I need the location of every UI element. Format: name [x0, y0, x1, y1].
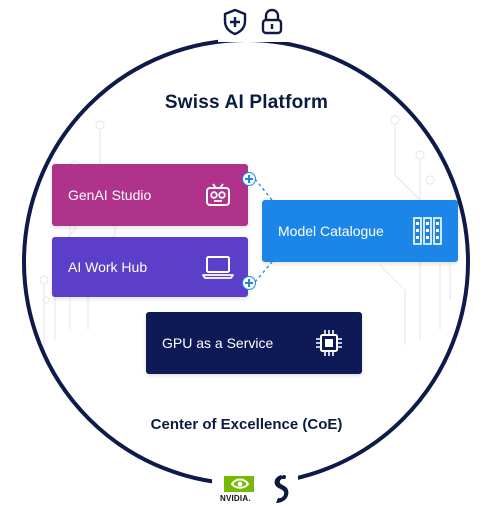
- laptop-icon: [202, 256, 234, 279]
- genai-studio-label: GenAI Studio: [68, 187, 152, 203]
- model-catalogue-label: Model Catalogue: [278, 223, 384, 239]
- connect-plus-icon[interactable]: [242, 172, 256, 186]
- top-icons: [218, 4, 288, 42]
- ai-work-hub-label: AI Work Hub: [68, 259, 148, 275]
- padlock-icon: [261, 8, 283, 35]
- page-title: Swiss AI Platform: [164, 92, 329, 113]
- swisscom-logo-icon: [274, 475, 289, 503]
- partner-logos: NVIDIA.: [212, 472, 298, 506]
- connector-workhub-model: [254, 261, 273, 283]
- nvidia-logo-icon: [224, 476, 254, 492]
- nvidia-wordmark: NVIDIA.: [220, 494, 251, 503]
- connector-genai-model: [254, 178, 273, 201]
- connect-plus-icon[interactable]: [242, 276, 256, 290]
- shield-plus-icon: [223, 8, 247, 36]
- catalogue-grid-icon: [413, 217, 442, 245]
- genai-studio-card[interactable]: GenAI Studio: [52, 164, 248, 226]
- gpu-service-label: GPU as a Service: [162, 335, 274, 351]
- gpu-service-card[interactable]: GPU as a Service: [146, 312, 362, 374]
- ai-work-hub-card[interactable]: AI Work Hub: [52, 237, 248, 297]
- robot-icon: [206, 183, 230, 206]
- coe-label: Center of Excellence (CoE): [150, 416, 343, 433]
- model-catalogue-card[interactable]: Model Catalogue: [262, 200, 458, 262]
- chip-icon: [316, 330, 342, 356]
